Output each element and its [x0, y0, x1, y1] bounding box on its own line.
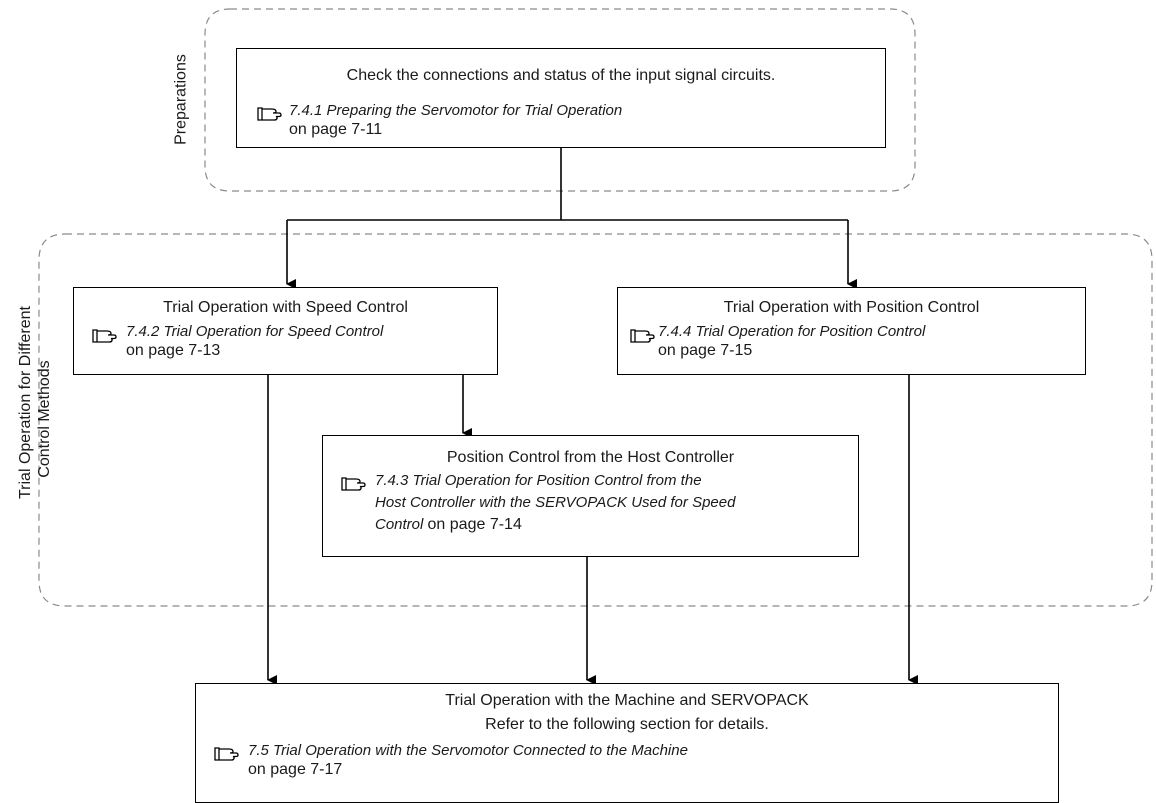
- speed-control-box-title: Trial Operation with Speed Control: [163, 299, 408, 316]
- machine-ref-link[interactable]: 7.5 Trial Operation with the Servomotor …: [248, 742, 688, 759]
- preparations-group-label: Preparations: [172, 54, 190, 145]
- trial-methods-label-line1: Trial Operation for Different: [17, 306, 34, 499]
- host-ref-page: on page 7-14: [427, 516, 522, 533]
- speed-control-box-ref: 7.4.2 Trial Operation for Speed Control: [126, 322, 383, 342]
- machine-box-subtitle: Refer to the following section for detai…: [485, 716, 769, 733]
- host-ref-line2[interactable]: Host Controller with the SERVOPACK Used …: [375, 494, 736, 511]
- host-controller-box-title: Position Control from the Host Controlle…: [446, 449, 735, 466]
- preparations-box-page: on page 7-11: [289, 121, 383, 138]
- pointing-hand-icon: [630, 329, 655, 343]
- host-controller-box-ref: 7.4.3 Trial Operation for Position Contr…: [375, 470, 855, 536]
- trial-methods-group-outline: [38, 233, 1153, 607]
- machine-box-page: on page 7-17: [248, 761, 343, 778]
- pointing-hand-icon: [214, 747, 239, 761]
- position-control-box-ref: 7.4.4 Trial Operation for Position Contr…: [658, 322, 925, 342]
- trial-methods-label-line2: Control Methods: [36, 360, 53, 478]
- preparations-group-outline: [204, 8, 916, 192]
- preparations-box: Check the connections and status of the …: [236, 48, 886, 148]
- speed-control-box-page: on page 7-13: [126, 342, 221, 359]
- machine-box-title: Trial Operation with the Machine and SER…: [445, 692, 809, 709]
- preparations-box-title: Check the connections and status of the …: [346, 67, 776, 84]
- trial-methods-group-label: Trial Operation for Different Control Me…: [16, 306, 54, 499]
- pointing-hand-icon: [257, 107, 282, 121]
- preparations-ref-link[interactable]: 7.4.1 Preparing the Servomotor for Trial…: [289, 102, 623, 119]
- position-control-box-title: Trial Operation with Position Control: [723, 299, 980, 316]
- speed-ref-link[interactable]: 7.4.2 Trial Operation for Speed Control: [126, 323, 384, 340]
- speed-control-box: Trial Operation with Speed Control 7.4.2…: [73, 287, 498, 375]
- pointing-hand-icon: [92, 329, 117, 343]
- position-control-box: Trial Operation with Position Control 7.…: [617, 287, 1086, 375]
- host-ref-line1[interactable]: 7.4.3 Trial Operation for Position Contr…: [375, 472, 702, 489]
- position-control-box-page: on page 7-15: [658, 342, 753, 359]
- position-ref-link[interactable]: 7.4.4 Trial Operation for Position Contr…: [658, 323, 926, 340]
- host-controller-box: Position Control from the Host Controlle…: [322, 435, 859, 557]
- pointing-hand-icon: [341, 477, 366, 491]
- machine-box-ref: 7.5 Trial Operation with the Servomotor …: [248, 741, 688, 761]
- preparations-box-ref: 7.4.1 Preparing the Servomotor for Trial…: [289, 101, 622, 121]
- machine-box: Trial Operation with the Machine and SER…: [195, 683, 1059, 803]
- host-ref-line3[interactable]: Control: [375, 516, 424, 533]
